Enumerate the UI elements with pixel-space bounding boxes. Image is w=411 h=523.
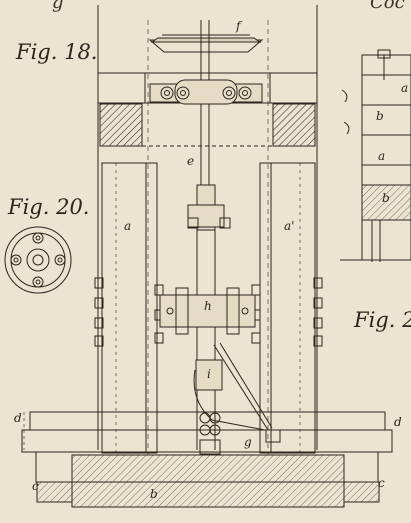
column-bolts: [94, 277, 323, 347]
fig-20-label: Fig. 20.: [8, 195, 90, 219]
label-f: f: [236, 19, 241, 33]
label-c-right: c: [378, 476, 385, 490]
top-fragment-g: g: [52, 0, 64, 13]
diagonal-strut: [193, 342, 273, 431]
fig-20-flange: [4, 226, 72, 294]
fig-18-label: Fig. 18.: [16, 40, 98, 64]
foot-c-right: [343, 481, 380, 503]
cross-piece-h: [159, 287, 256, 335]
label-e: e: [187, 154, 195, 168]
side-label-a-top: a: [401, 81, 409, 95]
hatched-block-left: [99, 103, 143, 147]
label-i: i: [207, 367, 211, 381]
column-a-left: [101, 162, 158, 454]
label-d-right: d: [394, 415, 402, 429]
outer-frame: [97, 5, 318, 450]
label-b: b: [150, 487, 158, 501]
foot-c-left: [36, 481, 73, 503]
side-label-b-low: b: [382, 191, 390, 205]
top-crosshead: [149, 79, 263, 105]
handwheel-f: [148, 34, 264, 53]
label-a-right: a': [284, 219, 295, 233]
side-figure-right: [340, 49, 411, 262]
fig-2x-label: Fig. 2: [354, 308, 411, 332]
side-label-a-mid: a: [378, 149, 386, 163]
top-fragment-coc: Coc: [370, 0, 405, 13]
label-a-left: a: [124, 219, 132, 233]
upper-coupling: [187, 204, 231, 229]
side-label-b: b: [376, 109, 384, 123]
label-c-left: c: [32, 479, 39, 493]
label-h: h: [204, 299, 212, 313]
hatched-block-right: [272, 103, 316, 147]
spindle-part-i: [195, 359, 223, 391]
base-block-b: [71, 454, 345, 508]
label-g: g: [244, 435, 252, 449]
label-d-left: d: [14, 411, 22, 425]
